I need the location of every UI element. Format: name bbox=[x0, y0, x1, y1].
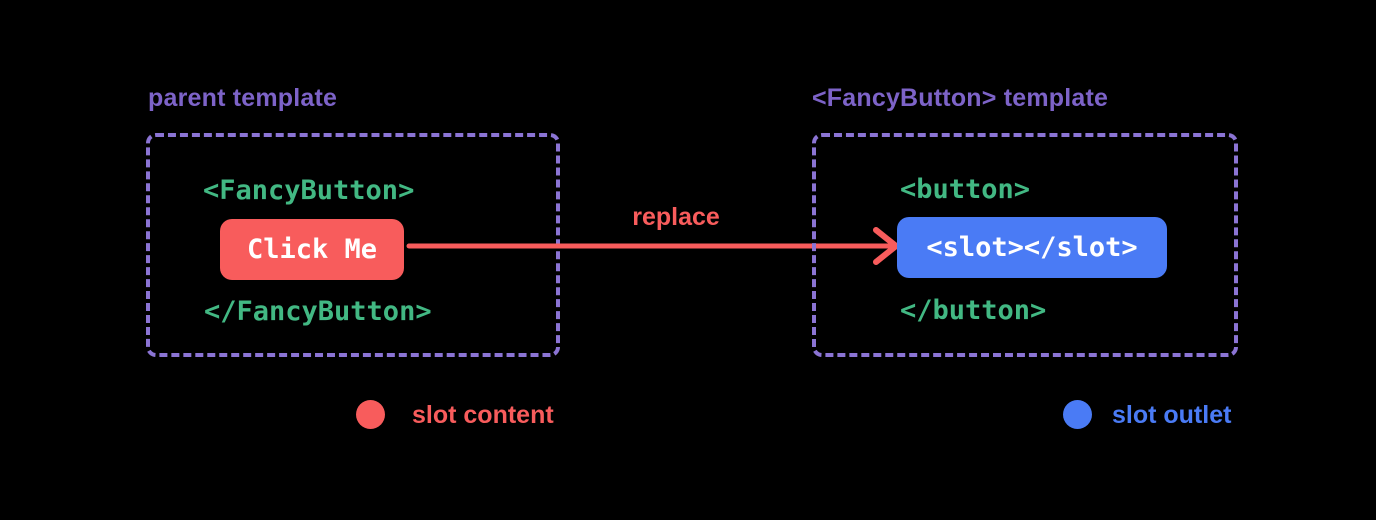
slot-content-dot-icon bbox=[356, 400, 385, 429]
parent-code-close-tag: </FancyButton> bbox=[204, 296, 432, 327]
click-me-button: Click Me bbox=[220, 219, 404, 280]
slot-outlet-box: <slot></slot> bbox=[897, 217, 1167, 278]
click-me-button-label: Click Me bbox=[246, 234, 378, 265]
parent-template-title: parent template bbox=[148, 84, 338, 112]
fancybutton-code-close-tag: </button> bbox=[900, 295, 1047, 326]
slot-outlet-box-label: <slot></slot> bbox=[926, 232, 1138, 263]
slot-outlet-dot-icon bbox=[1063, 400, 1092, 429]
slot-outlet-legend-label: slot outlet bbox=[1112, 401, 1232, 429]
fancybutton-template-title: <FancyButton> template bbox=[812, 84, 1109, 112]
slot-content-legend-label: slot content bbox=[412, 401, 554, 429]
fancybutton-template-box: <button> <slot></slot> </button> bbox=[812, 133, 1238, 357]
parent-template-box: <FancyButton> Click Me </FancyButton> bbox=[146, 133, 560, 357]
fancybutton-code-open-tag: <button> bbox=[900, 174, 1031, 205]
replace-arrow-label: replace bbox=[632, 203, 720, 231]
parent-code-open-tag: <FancyButton> bbox=[203, 175, 415, 206]
